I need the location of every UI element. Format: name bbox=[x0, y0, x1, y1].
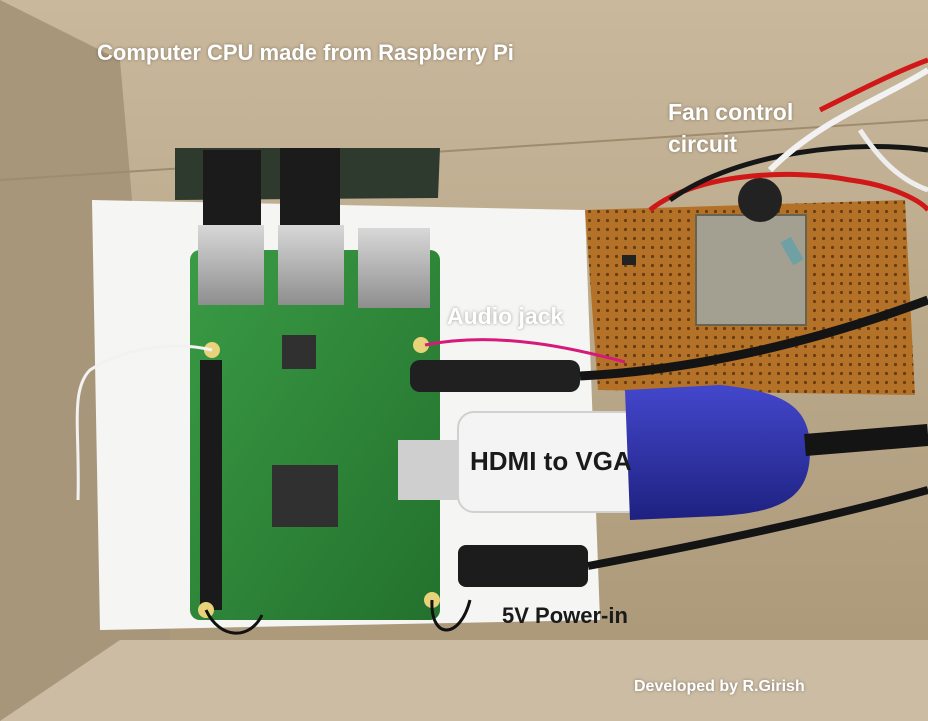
resistor bbox=[780, 236, 804, 266]
power-plug bbox=[458, 545, 588, 587]
cardboard-floor bbox=[0, 640, 928, 721]
power-in-label: 5V Power-in bbox=[502, 603, 628, 628]
white-wire bbox=[767, 67, 928, 173]
white-tie-wire bbox=[75, 344, 213, 501]
title-label: Computer CPU made from Raspberry Pi bbox=[97, 40, 514, 65]
fan-control-label: Fan control circuit bbox=[668, 96, 793, 160]
usb-port bbox=[198, 225, 264, 305]
fan-relay-box bbox=[695, 214, 807, 326]
raspberry-pi-board bbox=[190, 250, 440, 620]
fan-control-label-line1: Fan control bbox=[668, 99, 794, 125]
hdmi-to-vga-label: HDMI to VGA bbox=[470, 446, 632, 476]
black-tie-wire bbox=[204, 609, 264, 635]
gpio-header bbox=[200, 360, 222, 610]
vga-connector bbox=[625, 385, 810, 520]
black-wire bbox=[668, 144, 928, 203]
mount-hole bbox=[413, 337, 429, 353]
usb-port bbox=[278, 225, 344, 305]
pink-wire bbox=[424, 338, 626, 364]
usb-plug bbox=[203, 150, 261, 225]
red-wire-2 bbox=[818, 57, 928, 113]
ethernet-port bbox=[358, 228, 430, 308]
black-tie-wire bbox=[430, 599, 472, 632]
hdmi-port bbox=[398, 440, 468, 500]
soc-chip bbox=[272, 465, 338, 527]
usb-lan-chip bbox=[282, 335, 316, 369]
white-wire-2 bbox=[857, 128, 928, 193]
power-cable bbox=[587, 486, 928, 570]
small-component bbox=[622, 255, 636, 265]
cardboard-fold bbox=[0, 119, 928, 181]
audio-cable bbox=[579, 295, 928, 381]
usb-plug bbox=[280, 148, 340, 225]
vga-cable bbox=[804, 424, 928, 456]
fan-control-label-line2: circuit bbox=[668, 131, 738, 157]
credit-label: Developed by R.Girish bbox=[634, 678, 805, 695]
capacitor bbox=[738, 178, 782, 222]
audio-plug bbox=[410, 360, 580, 392]
audio-jack-label: Audio jack bbox=[447, 303, 564, 329]
